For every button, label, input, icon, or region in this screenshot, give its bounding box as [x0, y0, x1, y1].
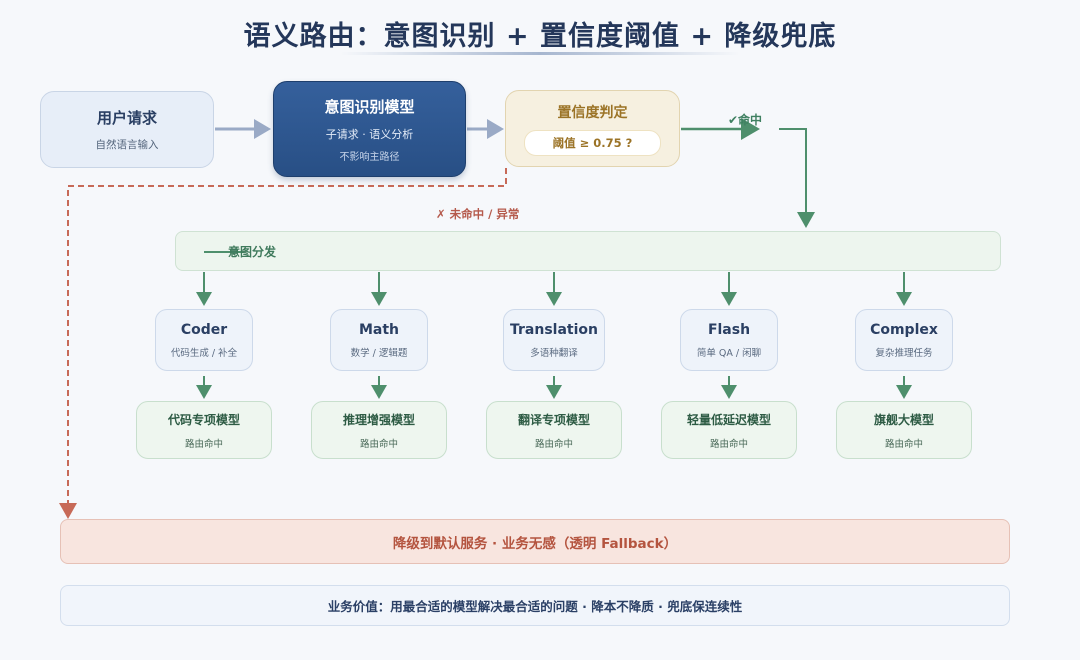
route-arrowhead-3-1 [721, 385, 737, 399]
confidence-title: 置信度判定 [557, 104, 628, 121]
intent-model-node: 意图识别模型 子请求 · 语义分析 不影响主路径 [273, 81, 466, 177]
model-card-math: 推理增强模型 路由命中 [311, 401, 447, 459]
route-status: 路由命中 [534, 438, 573, 450]
dispatch-dash [204, 251, 244, 253]
route-arrowhead-2-0 [546, 292, 562, 306]
model-name: 轻量低延迟模型 [686, 412, 771, 427]
intent-card-complex: Complex 复杂推理任务 [855, 309, 953, 371]
arrowhead-hit [741, 118, 760, 140]
route-arrowhead-3-0 [721, 292, 737, 306]
model-card-complex: 旗舰大模型 路由命中 [836, 401, 972, 459]
route-arrowhead-4-1 [896, 385, 912, 399]
user-request-subtitle: 自然语言输入 [95, 139, 159, 151]
intent-name: Coder [180, 321, 228, 338]
intent-name: Flash [707, 321, 751, 338]
intent-desc: 数学 / 逻辑题 [350, 347, 408, 359]
miss-label: ✗ 未命中 / 异常 [436, 207, 520, 221]
model-card-coder: 代码专项模型 路由命中 [136, 401, 272, 459]
intent-model-line1: 子请求 · 语义分析 [325, 127, 414, 141]
hit-label: ✔命中 [728, 113, 763, 127]
model-name: 翻译专项模型 [517, 412, 590, 427]
route-arrowhead-0-0 [196, 292, 212, 306]
intent-desc: 简单 QA / 闲聊 [696, 347, 762, 359]
model-card-flash: 轻量低延迟模型 路由命中 [661, 401, 797, 459]
threshold-pill: 阈值 ≥ 0.75 ? [524, 129, 661, 156]
intent-card-coder: Coder 代码生成 / 补全 [155, 309, 253, 371]
model-name: 代码专项模型 [167, 412, 240, 427]
intent-desc: 代码生成 / 补全 [170, 347, 238, 359]
arrow-hit-to-dispatch [779, 128, 807, 214]
intent-card-translation: Translation 多语种翻译 [503, 309, 605, 371]
page-title: 语义路由：意图识别 + 置信度阈值 + 降级兜底 [243, 21, 837, 52]
intent-card-math: Math 数学 / 逻辑题 [330, 309, 428, 371]
user-request-node: 用户请求 自然语言输入 [40, 91, 214, 168]
intent-model-line2: 不影响主路径 [339, 151, 400, 163]
route-arrowhead-1-0 [371, 292, 387, 306]
route-status: 路由命中 [884, 438, 923, 450]
intent-desc: 复杂推理任务 [875, 347, 933, 359]
fallback-banner: 降级到默认服务 · 业务无感（透明 Fallback） [60, 519, 1010, 564]
intent-desc: 多语种翻译 [530, 347, 578, 359]
arrowhead-model-to-confidence [487, 119, 504, 139]
arrow-fallback [67, 168, 507, 505]
model-card-translation: 翻译专项模型 路由命中 [486, 401, 622, 459]
intent-name: Math [358, 321, 400, 338]
confidence-node: 置信度判定 阈值 ≥ 0.75 ? [505, 90, 680, 167]
title-underline [340, 52, 740, 55]
route-arrowhead-1-1 [371, 385, 387, 399]
route-status: 路由命中 [709, 438, 748, 450]
business-value-text: 业务价值：用最合适的模型解决最合适的问题 · 降本不降质 · 兜底保连续性 [327, 599, 743, 614]
route-status: 路由命中 [359, 438, 398, 450]
intent-model-title: 意图识别模型 [324, 97, 415, 116]
model-name: 推理增强模型 [342, 412, 415, 427]
route-arrowhead-4-0 [896, 292, 912, 306]
model-name: 旗舰大模型 [873, 412, 934, 427]
arrowhead-hit-to-dispatch [797, 212, 815, 228]
dispatch-bar: 意图分发 [175, 231, 1001, 271]
user-request-title: 用户请求 [96, 109, 157, 127]
intent-name: Complex [870, 321, 938, 338]
arrowhead-user-to-model [254, 119, 271, 139]
business-value-banner: 业务价值：用最合适的模型解决最合适的问题 · 降本不降质 · 兜底保连续性 [60, 585, 1010, 626]
intent-name: Translation [510, 321, 598, 338]
arrowhead-fallback [59, 503, 77, 519]
route-status: 路由命中 [184, 438, 223, 450]
route-arrowhead-2-1 [546, 385, 562, 399]
dispatch-label: 意图分发 [228, 245, 277, 259]
intent-card-flash: Flash 简单 QA / 闲聊 [680, 309, 778, 371]
fallback-text: 降级到默认服务 · 业务无感（透明 Fallback） [392, 535, 678, 552]
route-arrowhead-0-1 [196, 385, 212, 399]
